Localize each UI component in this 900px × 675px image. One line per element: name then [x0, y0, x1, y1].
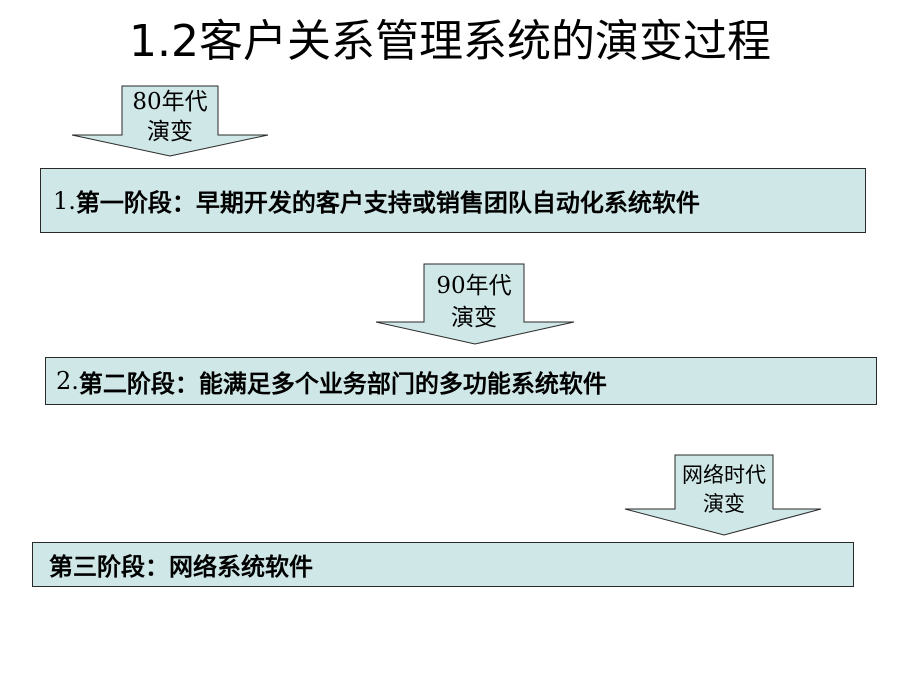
stage-number: 2.: [56, 367, 79, 395]
era-arrow-internet: 网络时代 演变: [624, 454, 825, 536]
era-arrow-label: 80年代 演变: [122, 87, 218, 147]
era-arrow-90s: 90年代 演变: [375, 263, 576, 345]
stage-text: 第二阶段：能满足多个业务部门的多功能系统软件: [78, 369, 607, 398]
era-label-line2: 演变: [147, 119, 193, 145]
era-label-line2: 演变: [451, 305, 497, 331]
page-title: 1.2客户关系管理系统的演变过程: [129, 16, 771, 67]
era-arrow-label: 90年代 演变: [424, 270, 524, 334]
down-arrow-shape: [71, 85, 269, 157]
era-label-line1: 网络时代: [682, 463, 766, 487]
stage-text: 第一阶段：早期开发的客户支持或销售团队自动化系统软件: [75, 189, 700, 217]
stage-box-2: 2. 第二阶段：能满足多个业务部门的多功能系统软件: [45, 357, 877, 405]
stage-box-3: 第三阶段：网络系统软件: [32, 542, 854, 587]
era-label-line1: 90年代: [436, 273, 512, 299]
down-arrow-shape: [375, 263, 575, 345]
stage-box-1: 1. 第一阶段：早期开发的客户支持或销售团队自动化系统软件: [40, 168, 866, 233]
era-arrow-label: 网络时代 演变: [675, 461, 773, 519]
down-arrow-shape: [624, 454, 822, 536]
stage-text: 第三阶段：网络系统软件: [49, 553, 313, 581]
era-arrow-80s: 80年代 演变: [71, 85, 272, 157]
stage-number: 1.: [53, 186, 76, 215]
era-label-line2: 演变: [703, 492, 745, 516]
era-label-line1: 80年代: [132, 89, 208, 115]
